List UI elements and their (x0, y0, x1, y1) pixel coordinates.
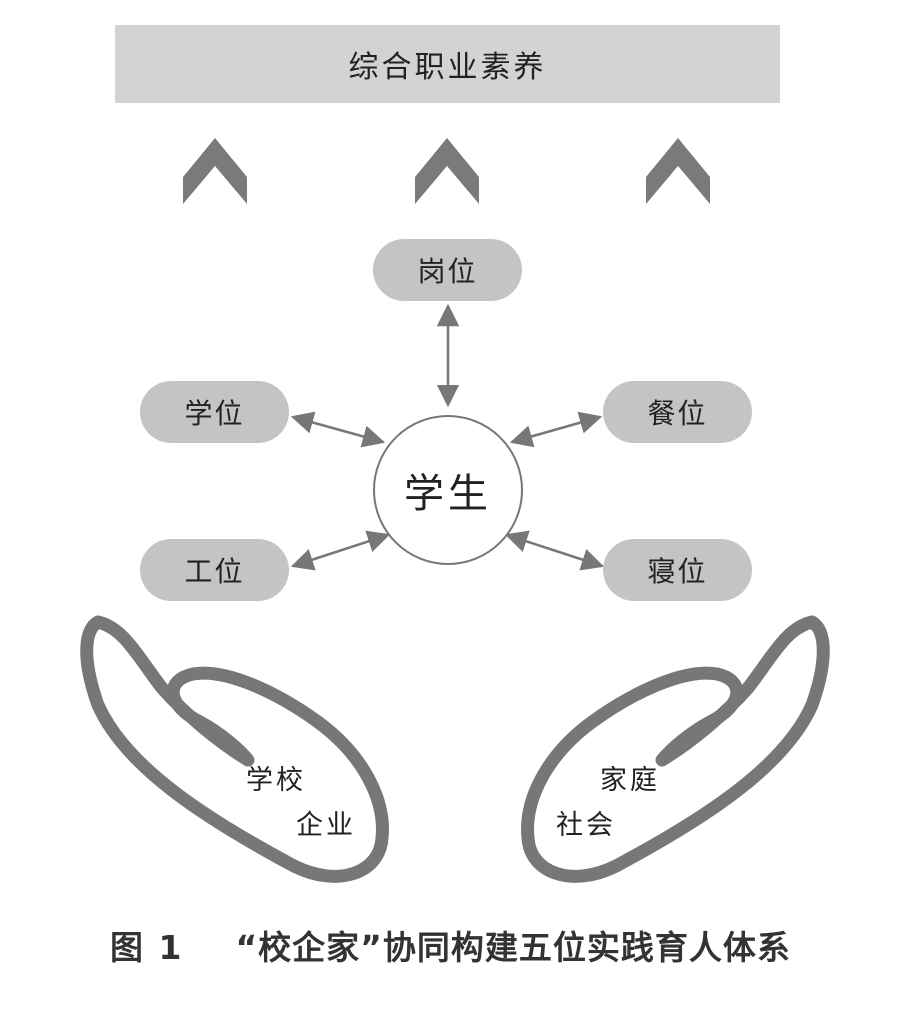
arrow-left-upper (290, 411, 386, 448)
arrow-left-lower (290, 530, 391, 571)
center-student-label: 学生 (404, 471, 492, 517)
node-study: 学位 (140, 381, 289, 443)
figure-caption: 图 1 “校企家”协同构建五位实践育人体系 (110, 922, 791, 968)
node-post-label: 岗位 (417, 255, 478, 288)
chevron-up-icon-middle (415, 138, 479, 204)
node-study-label: 学位 (184, 397, 245, 430)
left-hand-line2: 企业 (296, 810, 356, 841)
left-hand-icon (80, 615, 389, 883)
node-work-label: 工位 (184, 555, 245, 588)
arrow-right-lower (504, 530, 605, 571)
node-dorm: 寝位 (603, 539, 752, 601)
node-dorm-label: 寝位 (647, 555, 708, 588)
arrow-right-upper (509, 411, 603, 448)
center-student: 学生 (373, 415, 523, 565)
figure-title: “校企家”协同构建五位实践育人体系 (235, 928, 791, 967)
right-hand-icon (521, 615, 830, 883)
node-dining: 餐位 (603, 381, 752, 443)
left-hand-line1: 学校 (246, 765, 306, 796)
banner-label: 综合职业素养 (348, 50, 547, 85)
node-post: 岗位 (373, 239, 522, 301)
node-work: 工位 (140, 539, 289, 601)
right-hand-line1: 家庭 (600, 765, 660, 796)
node-dining-label: 餐位 (647, 397, 708, 430)
chevron-up-icon-left (183, 138, 247, 204)
right-hand-line2: 社会 (556, 810, 616, 841)
figure-number: 图 1 (110, 928, 184, 967)
chevron-up-icon-right (646, 138, 710, 204)
banner-overall-literacy: 综合职业素养 (115, 25, 780, 103)
